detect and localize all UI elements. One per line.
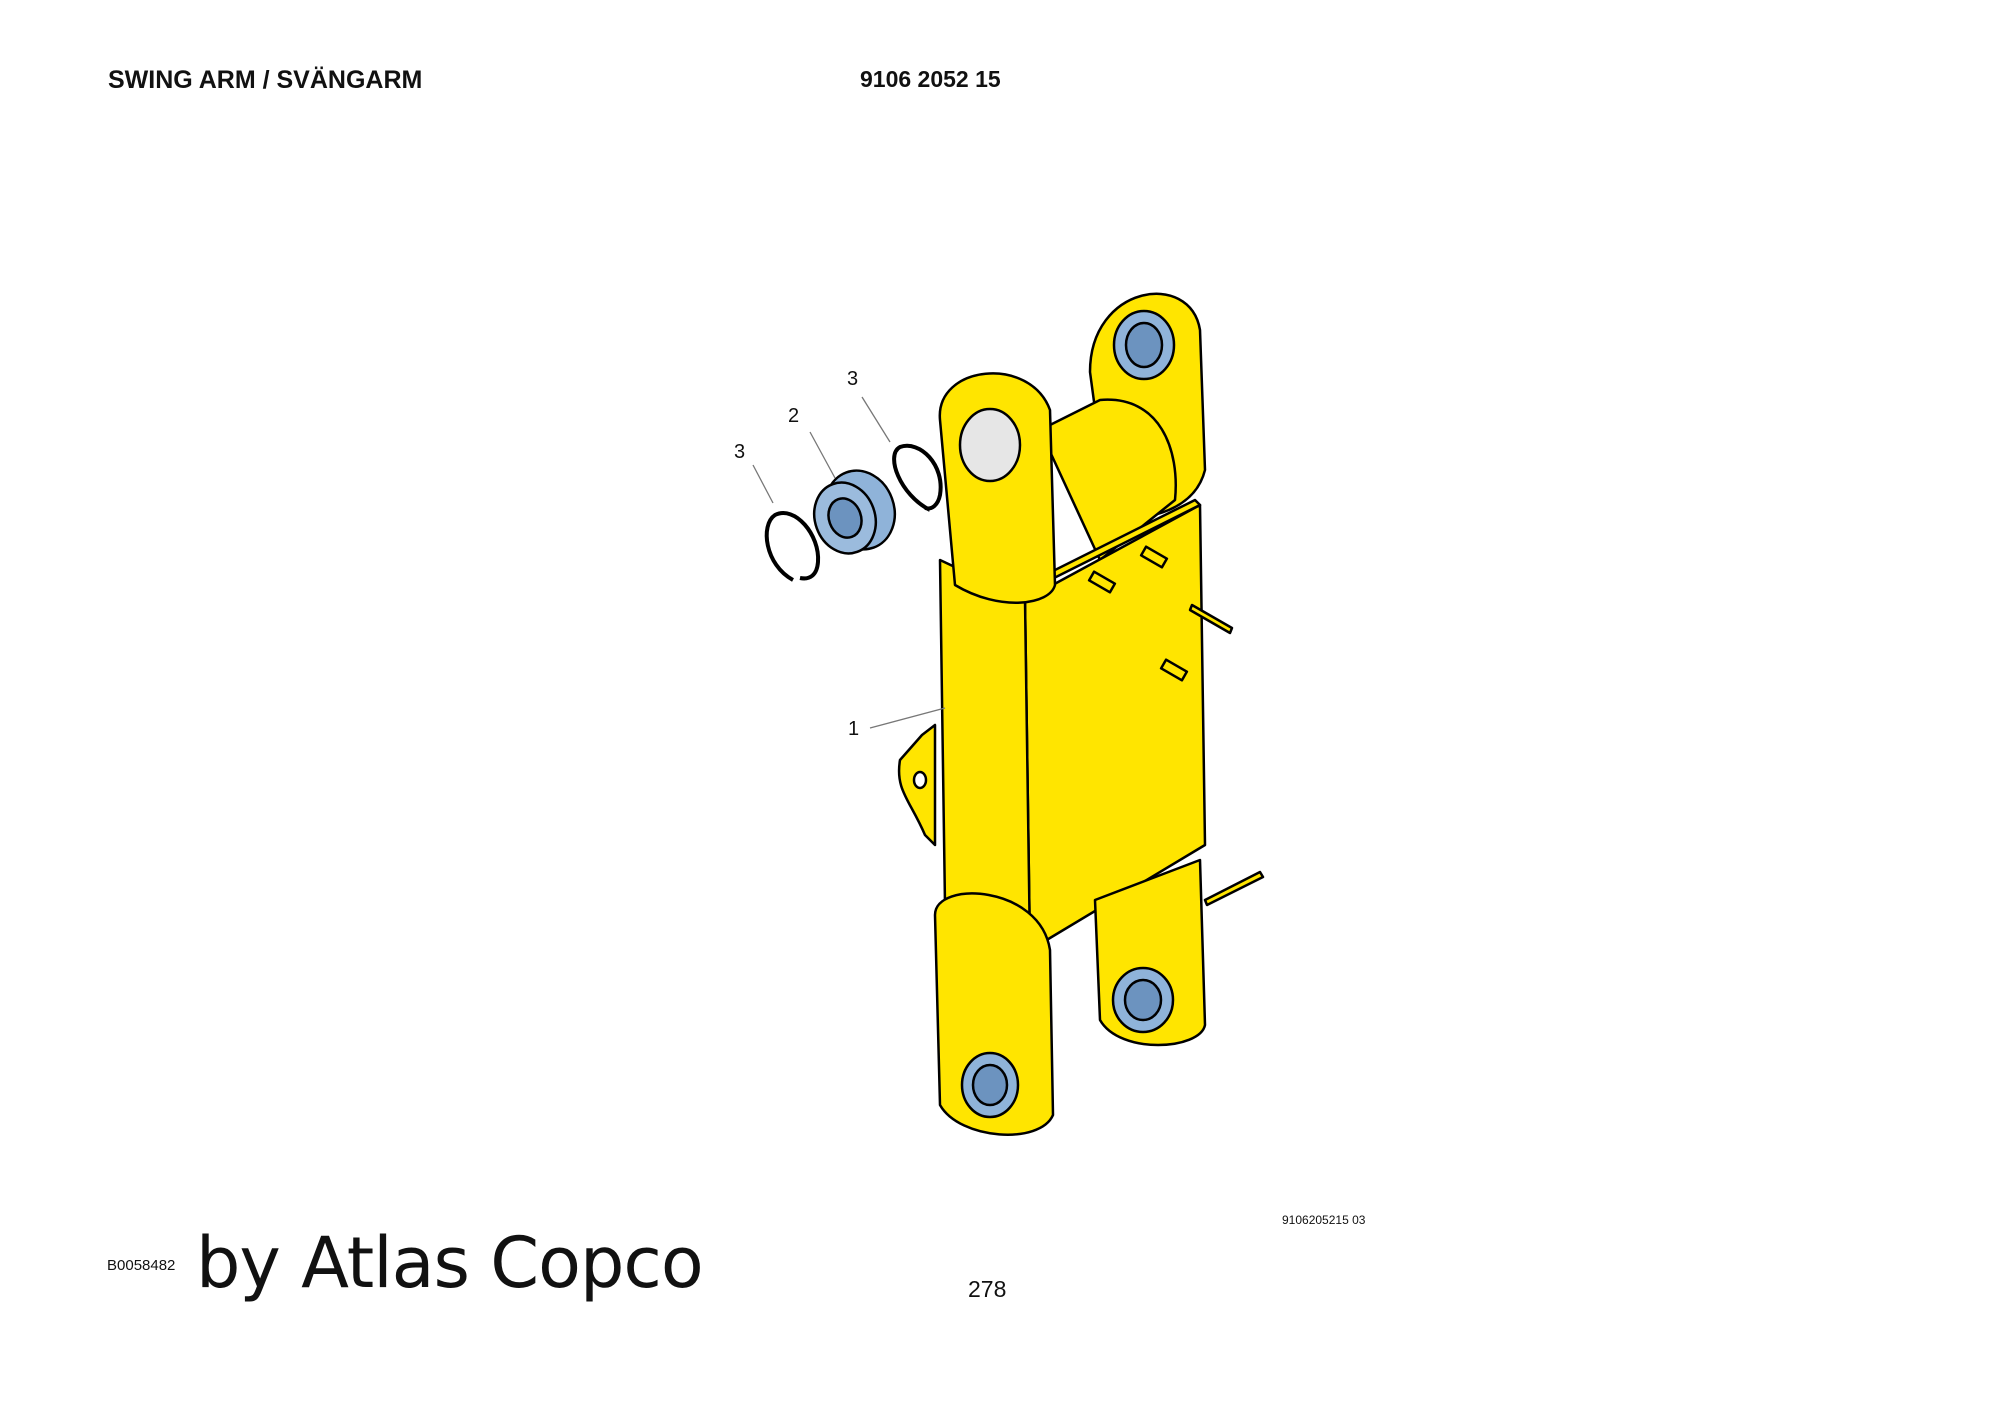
callout-3-front: 3: [734, 441, 745, 463]
brand-watermark: by Atlas Copco: [196, 1222, 704, 1304]
upper-cross-tube: [1038, 398, 1177, 562]
bushing-rear-lower-inner: [1123, 978, 1163, 1022]
callout-1: 1: [848, 718, 859, 740]
leader-line-3-rear: [861, 396, 891, 443]
page-number: 278: [968, 1276, 1007, 1302]
drawing-reference-code: 9106205215 03: [1282, 1213, 1366, 1227]
stud: [1159, 658, 1189, 682]
bushing-rear-upper-inner: [1124, 321, 1164, 369]
image-id: B0058482: [107, 1257, 176, 1274]
bushing-part: [812, 469, 897, 555]
bracket-hole: [912, 770, 928, 790]
circlip-front: [764, 511, 821, 582]
page-title: SWING ARM / SVÄNGARM: [108, 66, 423, 94]
part-number: 9106 2052 15: [860, 66, 1001, 92]
front-upper-lug: [938, 372, 1057, 604]
leader-line-3-front: [752, 464, 774, 504]
stud: [1087, 570, 1117, 594]
stud: [1139, 545, 1169, 569]
top-right-pin: [1188, 603, 1234, 635]
right-rod: [1203, 870, 1265, 907]
callout-2: 2: [788, 405, 799, 427]
leader-line-1: [869, 707, 946, 729]
callout-3-rear: 3: [847, 368, 858, 390]
circlip-rear: [892, 443, 943, 512]
bushing-front-lower-inner: [971, 1063, 1009, 1107]
main-body-side: [938, 558, 1032, 952]
leader-line-2: [809, 431, 836, 479]
bore-front-upper: [958, 407, 1022, 483]
